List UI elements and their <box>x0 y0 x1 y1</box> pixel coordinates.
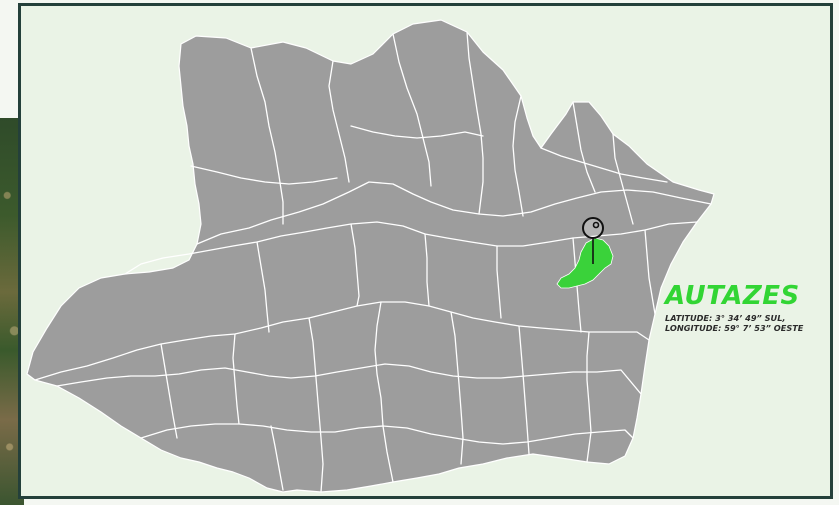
autazes-highlight <box>556 237 614 289</box>
map-frame <box>18 3 833 499</box>
latitude-text: LATITUDE: 3° 34’ 49” SUL, <box>665 313 786 323</box>
municipality-name: AUTAZES <box>665 281 800 311</box>
longitude-text: LONGITUDE: 59° 7’ 53” OESTE <box>665 323 804 333</box>
state-map <box>26 19 715 493</box>
municipality-label: AUTAZES LATITUDE: 3° 34’ 49” SUL, LONGIT… <box>665 282 830 333</box>
municipal-boundaries <box>34 31 712 493</box>
location-pin-icon <box>582 217 604 264</box>
